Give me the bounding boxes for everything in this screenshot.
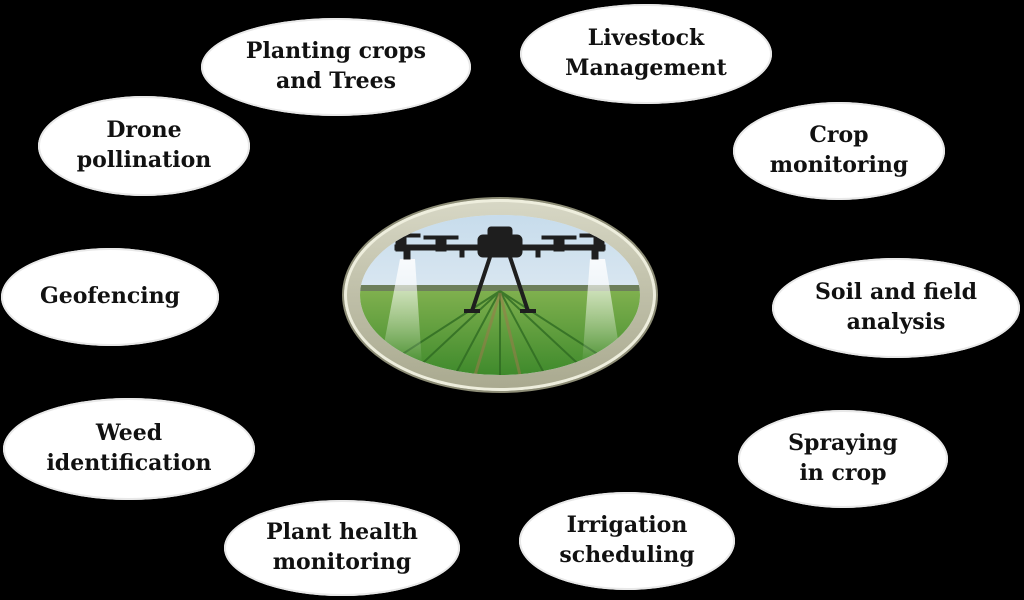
node-livestock-line-1: Livestock <box>587 25 705 52</box>
node-soil-line-2: analysis <box>846 309 946 335</box>
node-pollination-line-1: Drone <box>106 117 182 144</box>
node-weed-line-1: Weed <box>95 420 163 447</box>
node-irrigation-line-1: Irrigation <box>566 512 688 539</box>
node-geofencing-line-1: Geofencing <box>39 283 181 310</box>
center-frame <box>344 199 656 391</box>
node-irrigation: Irrigation scheduling <box>519 492 735 590</box>
node-spraying-line-1: Spraying <box>788 430 898 457</box>
node-irrigation-line-2: scheduling <box>559 542 695 568</box>
node-crop-monitoring-line-1: Crop <box>809 122 869 149</box>
node-plant-health-line-2: monitoring <box>272 549 412 575</box>
node-planting-line-2: and Trees <box>275 68 397 94</box>
node-pollination-line-2: pollination <box>76 147 212 173</box>
node-livestock-line-2: Management <box>565 55 727 81</box>
node-planting: Planting crops and Trees <box>201 18 471 116</box>
node-soil: Soil and field analysis <box>772 258 1020 358</box>
node-planting-line-1: Planting crops <box>245 38 427 65</box>
node-crop-monitoring: Crop monitoring <box>733 102 945 200</box>
node-geofencing: Geofencing <box>1 248 219 346</box>
node-pollination: Drone pollination <box>38 96 250 196</box>
node-weed-line-2: identification <box>46 450 212 476</box>
node-spraying-line-2: in crop <box>799 460 887 486</box>
node-crop-monitoring-line-2: monitoring <box>769 152 909 178</box>
node-spraying: Spraying in crop <box>738 410 948 508</box>
agricultural-drone-field-icon <box>360 215 640 375</box>
node-plant-health-line-1: Plant health <box>266 519 418 546</box>
node-weed: Weed identification <box>3 398 255 500</box>
node-plant-health: Plant health monitoring <box>224 500 460 596</box>
node-soil-line-1: Soil and field <box>815 279 977 306</box>
